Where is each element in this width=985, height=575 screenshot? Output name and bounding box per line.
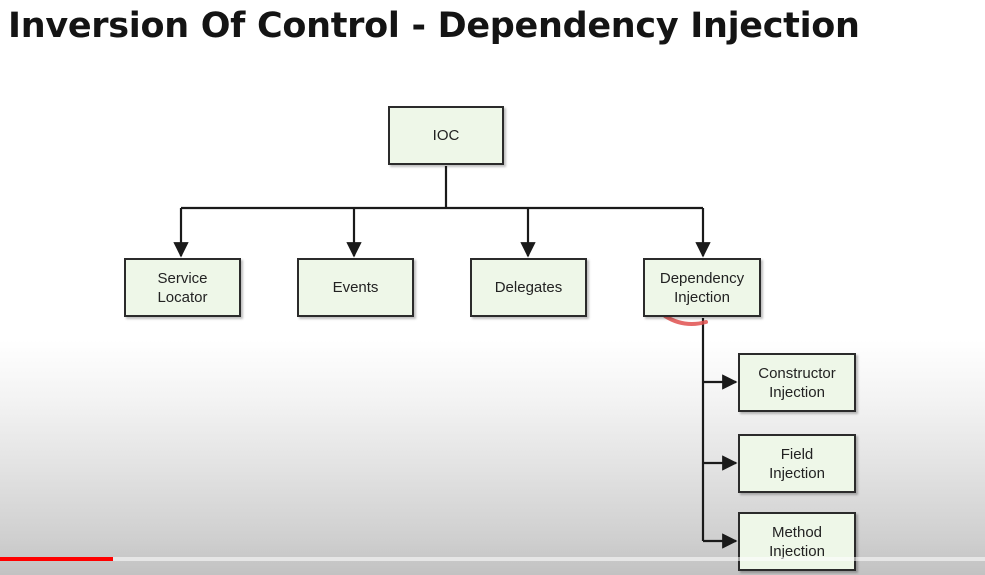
node-method-injection: Method Injection xyxy=(738,512,856,571)
node-events: Events xyxy=(297,258,414,317)
node-method-injection-label: Method Injection xyxy=(769,523,825,560)
node-constructor-injection: Constructor Injection xyxy=(738,353,856,412)
node-ioc-label: IOC xyxy=(432,127,460,144)
node-ioc: IOC xyxy=(388,106,504,165)
node-events-label: Events xyxy=(332,279,379,296)
node-dependency-injection-label: Dependency Injection xyxy=(659,269,745,306)
node-delegates: Delegates xyxy=(470,258,587,317)
node-service-locator-label: Service Locator xyxy=(157,269,208,306)
slide-title: Inversion Of Control - Dependency Inject… xyxy=(8,6,860,46)
video-progress-bar[interactable] xyxy=(0,557,985,561)
video-progress-fill xyxy=(0,557,114,561)
node-delegates-label: Delegates xyxy=(494,279,563,296)
pen-annotation-mark xyxy=(663,314,708,326)
node-field-injection: Field Injection xyxy=(738,434,856,493)
node-field-injection-label: Field Injection xyxy=(769,445,825,482)
node-dependency-injection: Dependency Injection xyxy=(643,258,761,317)
node-service-locator: Service Locator xyxy=(124,258,241,317)
node-constructor-injection-label: Constructor Injection xyxy=(758,364,836,401)
